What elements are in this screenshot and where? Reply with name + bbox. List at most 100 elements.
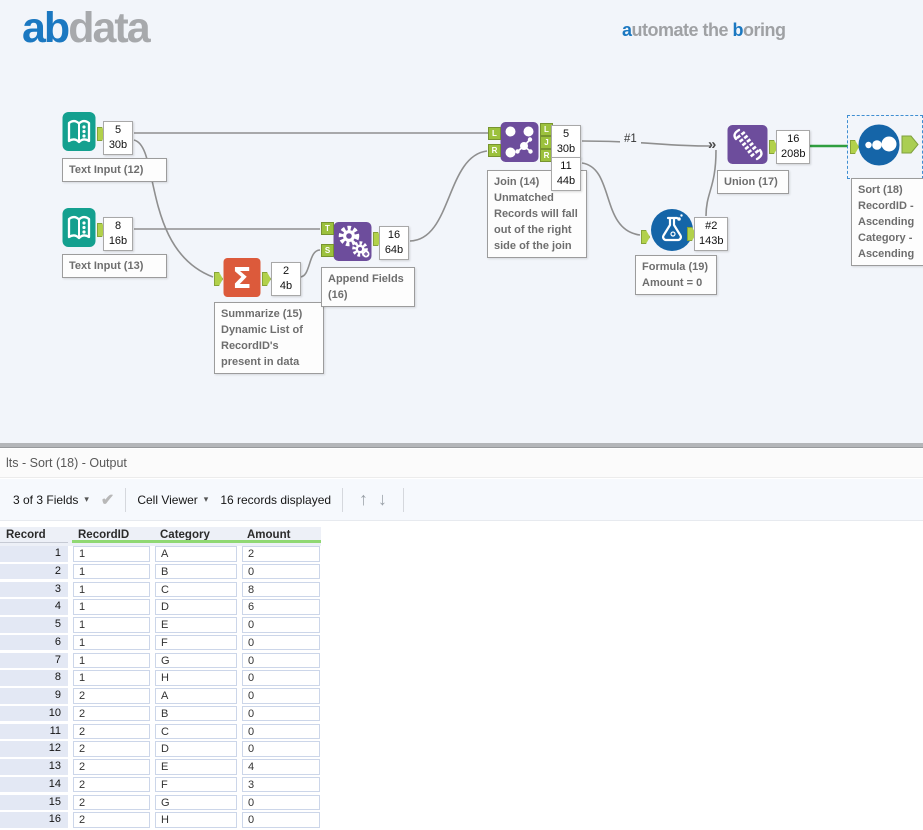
- data-cell[interactable]: 3: [242, 776, 320, 793]
- data-cell[interactable]: C: [155, 723, 237, 739]
- row-number-cell[interactable]: 14: [0, 776, 68, 793]
- panel-splitter[interactable]: [0, 443, 923, 448]
- join14-r-count-badge[interactable]: 11 44b: [551, 157, 581, 191]
- data-cell[interactable]: 2: [73, 759, 150, 775]
- data-cell[interactable]: B: [155, 563, 237, 580]
- text-input-13-icon[interactable]: [62, 207, 96, 248]
- fields-dropdown[interactable]: 3 of 3 Fields: [13, 492, 79, 507]
- join14-input-anchor-r[interactable]: R: [488, 144, 501, 157]
- column-header-amount[interactable]: Amount: [247, 529, 291, 541]
- append-fields-16-icon[interactable]: [333, 221, 372, 262]
- data-cell[interactable]: 6: [242, 599, 320, 615]
- form19-count-badge[interactable]: #2 143b: [694, 217, 729, 251]
- column-header-record[interactable]: Record: [6, 529, 46, 541]
- union-17-icon[interactable]: [727, 124, 768, 165]
- data-cell[interactable]: F: [155, 634, 237, 651]
- data-cell[interactable]: D: [155, 599, 237, 615]
- arrow-down-icon[interactable]: ↓: [378, 489, 388, 509]
- column-header-category[interactable]: Category: [160, 529, 210, 541]
- data-cell[interactable]: 1: [73, 581, 150, 597]
- row-number-cell[interactable]: 13: [0, 759, 68, 775]
- data-cell[interactable]: 2: [73, 705, 150, 722]
- data-cell[interactable]: A: [155, 688, 237, 704]
- sum15-input-anchor[interactable]: [214, 272, 223, 286]
- row-number-cell[interactable]: 16: [0, 812, 68, 828]
- formula-19-icon[interactable]: [650, 208, 694, 252]
- data-cell[interactable]: G: [155, 794, 237, 810]
- data-cell[interactable]: 0: [242, 563, 320, 580]
- row-number-cell[interactable]: 2: [0, 563, 68, 580]
- cell-viewer-dropdown[interactable]: Cell Viewer: [137, 492, 198, 507]
- union17-count-badge[interactable]: 16 208b: [776, 130, 811, 164]
- data-cell[interactable]: B: [155, 705, 237, 722]
- data-cell[interactable]: 1: [73, 563, 150, 580]
- data-cell[interactable]: 0: [242, 794, 320, 810]
- workflow-canvas[interactable]: abdata automate the boring 5 30b Text In…: [0, 0, 923, 443]
- row-number-cell[interactable]: 4: [0, 599, 68, 615]
- data-cell[interactable]: 1: [73, 670, 150, 686]
- data-cell[interactable]: 2: [73, 776, 150, 793]
- data-cell[interactable]: 0: [242, 617, 320, 633]
- data-cell[interactable]: D: [155, 741, 237, 757]
- data-cell[interactable]: H: [155, 670, 237, 686]
- union17-multi-input-anchor[interactable]: »: [708, 136, 717, 153]
- data-cell[interactable]: 2: [73, 794, 150, 810]
- row-number-cell[interactable]: 15: [0, 794, 68, 810]
- data-cell[interactable]: 1: [73, 599, 150, 615]
- app16-record-count-badge[interactable]: 16 64b: [379, 226, 409, 260]
- data-cell[interactable]: 0: [242, 705, 320, 722]
- row-number-cell[interactable]: 12: [0, 741, 68, 757]
- app16-label[interactable]: Append Fields (16): [321, 267, 415, 307]
- data-cell[interactable]: 0: [242, 741, 320, 757]
- data-cell[interactable]: 2: [73, 741, 150, 757]
- data-cell[interactable]: F: [155, 776, 237, 793]
- row-number-cell[interactable]: 9: [0, 688, 68, 704]
- row-number-cell[interactable]: 3: [0, 581, 68, 597]
- data-cell[interactable]: 0: [242, 812, 320, 828]
- join14-input-anchor-l[interactable]: L: [488, 127, 501, 140]
- data-cell[interactable]: 1: [73, 634, 150, 651]
- chevron-down-icon[interactable]: ▾: [84, 494, 89, 504]
- ti13-record-count-badge[interactable]: 8 16b: [103, 217, 133, 251]
- data-cell[interactable]: 0: [242, 652, 320, 668]
- row-number-cell[interactable]: 1: [0, 546, 68, 562]
- sum15-annotation[interactable]: Summarize (15) Dynamic List of RecordID'…: [214, 302, 324, 374]
- chevron-down-icon[interactable]: ▾: [203, 494, 209, 504]
- row-number-cell[interactable]: 11: [0, 723, 68, 739]
- data-cell[interactable]: 2: [73, 688, 150, 704]
- join14-j-count-badge[interactable]: 5 30b: [551, 125, 581, 159]
- data-cell[interactable]: 1: [73, 652, 150, 668]
- data-cell[interactable]: 1: [73, 546, 150, 562]
- row-number-cell[interactable]: 6: [0, 634, 68, 651]
- row-number-cell[interactable]: 7: [0, 652, 68, 668]
- app16-input-anchor-s[interactable]: S: [321, 244, 334, 257]
- data-cell[interactable]: 8: [242, 581, 320, 597]
- data-cell[interactable]: G: [155, 652, 237, 668]
- app16-input-anchor-t[interactable]: T: [321, 222, 334, 235]
- row-number-cell[interactable]: 5: [0, 617, 68, 633]
- sort-18-icon[interactable]: [858, 122, 900, 167]
- sort18-input-anchor[interactable]: [850, 140, 859, 154]
- data-cell[interactable]: 0: [242, 723, 320, 739]
- data-cell[interactable]: A: [155, 546, 237, 562]
- text-input-12-icon[interactable]: [62, 111, 96, 152]
- data-cell[interactable]: E: [155, 759, 237, 775]
- row-number-cell[interactable]: 8: [0, 670, 68, 686]
- ti12-record-count-badge[interactable]: 5 30b: [103, 121, 133, 155]
- summarize-15-icon[interactable]: Σ: [223, 257, 261, 298]
- data-cell[interactable]: E: [155, 617, 237, 633]
- data-cell[interactable]: 0: [242, 688, 320, 704]
- data-cell[interactable]: 0: [242, 670, 320, 686]
